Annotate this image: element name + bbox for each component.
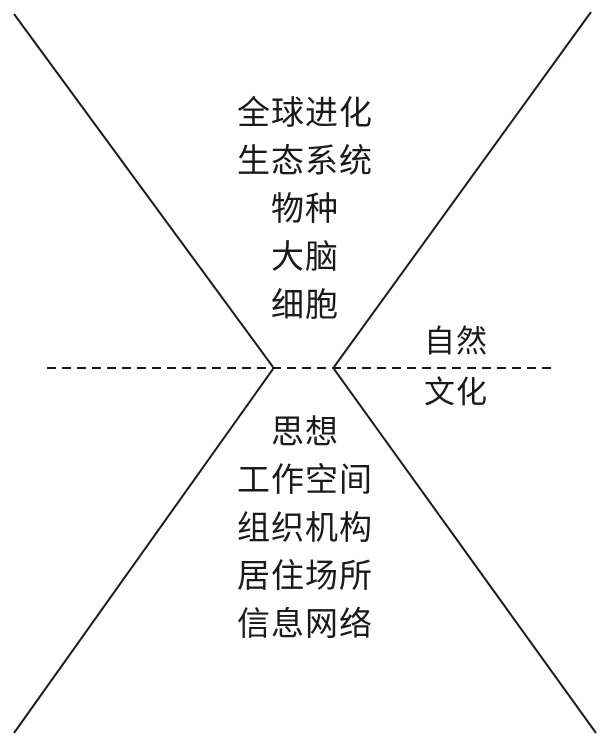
hourglass-lower-left-line bbox=[13, 368, 274, 734]
culture-level-item: 工作空间 bbox=[237, 460, 373, 499]
culture-level-item: 居住场所 bbox=[237, 556, 373, 595]
nature-level-item: 生态系统 bbox=[237, 141, 373, 180]
culture-level-item: 组织机构 bbox=[237, 508, 373, 547]
nature-level-item: 细胞 bbox=[271, 285, 339, 324]
hourglass-upper-right-line bbox=[333, 11, 592, 368]
nature-level-item: 大脑 bbox=[271, 237, 339, 276]
nature-level-list: 全球进化 生态系统 物种 大脑 细胞 bbox=[158, 89, 452, 329]
culture-level-item: 思想 bbox=[271, 412, 339, 451]
nature-label: 自然 bbox=[424, 324, 488, 360]
nature-level-item: 全球进化 bbox=[237, 93, 373, 132]
culture-level-item: 信息网络 bbox=[237, 604, 373, 643]
culture-label: 文化 bbox=[424, 375, 488, 411]
hourglass-lower-right-line bbox=[333, 368, 597, 734]
nature-level-item: 物种 bbox=[271, 189, 339, 228]
culture-level-list: 思想 工作空间 组织机构 居住场所 信息网络 bbox=[158, 408, 452, 648]
hourglass-upper-left-line bbox=[13, 13, 274, 368]
